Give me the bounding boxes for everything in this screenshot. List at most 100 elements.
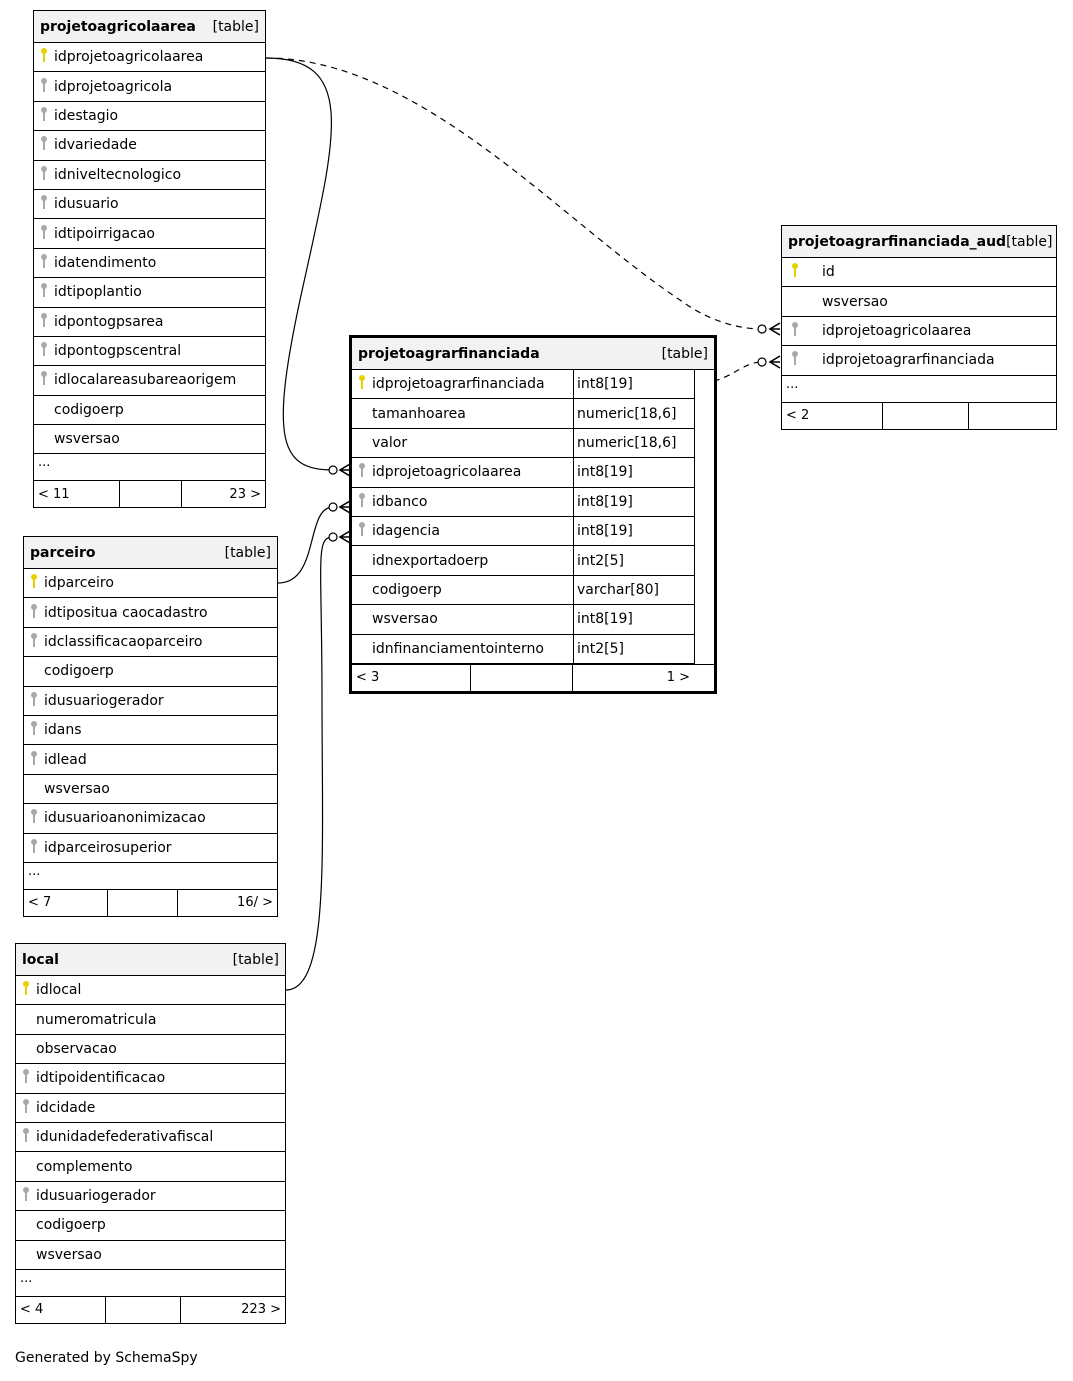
foreign-key-icon [41, 224, 47, 239]
table-projetoagrarfinanciada[interactable]: projetoagrarfinanciada [table] idprojeto… [349, 335, 717, 694]
column-name: idusuariogerador [44, 692, 164, 709]
primary-key-icon [23, 981, 29, 996]
column-name: id [822, 264, 835, 281]
column-row[interactable]: idparceirosuperior [24, 834, 277, 863]
column-row[interactable]: idprojetoagricola [34, 72, 265, 102]
column-row[interactable]: idatendimento [34, 249, 265, 279]
parents-count: < 11 [38, 486, 70, 502]
column-row[interactable]: idprojetoagricolaarea [782, 317, 1056, 347]
table-type: [table] [661, 345, 708, 362]
column-type: int8[19] [573, 370, 694, 399]
foreign-key-icon [792, 351, 798, 366]
column-name: idatendimento [54, 254, 157, 271]
column-row[interactable]: idclassificacaoparceiro [24, 628, 277, 658]
footer-spacer [882, 402, 969, 429]
column-row[interactable]: idlocalareasubareaorigem [34, 366, 265, 396]
column-type: int8[19] [573, 458, 694, 487]
children-count: 1 > [666, 670, 690, 686]
column-name: idprojetoagricola [54, 78, 173, 95]
column-type: int8[19] [573, 516, 694, 546]
column-row[interactable]: idestagio [34, 102, 265, 132]
column-row[interactable]: complemento [16, 1152, 285, 1182]
key-icon-cell [34, 106, 54, 125]
footer-spacer [105, 1296, 181, 1323]
column-row[interactable]: idparceiro [24, 569, 277, 599]
column-row[interactable]: codigoerp [16, 1211, 285, 1241]
column-row[interactable]: idcidade [16, 1094, 285, 1123]
column-name: idpontogpscentral [54, 343, 182, 360]
column-row[interactable]: codigoerp [24, 657, 277, 687]
column-row[interactable]: idtipoidentificacao [16, 1064, 285, 1094]
column-row[interactable]: wsversao [24, 775, 277, 805]
relation-line-aud-projetoagrarfinanciada [691, 361, 763, 385]
table-header: projetoagrarfinanciada_aud [table] [782, 226, 1056, 258]
table-type: [table] [224, 544, 271, 561]
table-projetoagricolaarea[interactable]: projetoagricolaarea [table] idprojetoagr… [33, 10, 266, 509]
column-row[interactable]: idprojetoagrarfinanciada [782, 346, 1056, 376]
column-row[interactable]: idlead [24, 745, 277, 775]
column-row[interactable]: idusuario [34, 190, 265, 220]
column-row[interactable]: idprojetoagrarfinanciada int8[19] [352, 370, 694, 400]
column-row[interactable]: wsversao [16, 1241, 285, 1270]
table-name: projetoagrarfinanciada_aud [788, 233, 1007, 250]
key-icon-cell [24, 603, 44, 622]
key-icon-cell [24, 809, 44, 827]
column-row[interactable]: idvariedade [34, 131, 265, 161]
key-icon-cell [782, 263, 822, 281]
children-count [969, 403, 1056, 429]
key-icon-cell [352, 463, 372, 481]
foreign-key-icon [31, 809, 37, 824]
column-row[interactable]: idusuarioanonimizacao [24, 804, 277, 834]
column-row[interactable]: idniveltecnologico [34, 161, 265, 190]
column-row[interactable]: idusuariogerador [16, 1182, 285, 1212]
foreign-key-icon [23, 1128, 29, 1143]
key-icon-cell [24, 721, 44, 739]
column-row[interactable]: idunidadefederativafiscal [16, 1123, 285, 1153]
column-row[interactable]: idpontogpsarea [34, 308, 265, 337]
key-icon-cell [16, 1098, 36, 1117]
key-icon-cell [16, 1128, 36, 1146]
column-name: idcidade [36, 1099, 96, 1116]
foreign-key-icon [41, 195, 47, 210]
column-row[interactable]: idlocal [16, 976, 285, 1006]
column-row[interactable]: idtipoplantio [34, 278, 265, 308]
column-row[interactable]: idtipositua caocadastro [24, 598, 277, 628]
column-name: idprojetoagrarfinanciada [372, 376, 545, 393]
more-columns-ellipsis: ... [24, 863, 277, 890]
column-row[interactable]: numeromatricula [16, 1005, 285, 1035]
table-projetoagrarfinanciada-aud[interactable]: projetoagrarfinanciada_aud [table] id wsv… [781, 225, 1057, 430]
crowfoot-circle [328, 502, 338, 512]
key-icon-cell [24, 691, 44, 710]
key-icon-cell [34, 136, 54, 154]
column-name: wsversao [54, 431, 120, 448]
key-icon-cell [352, 522, 372, 540]
column-row[interactable]: codigoerp [34, 396, 265, 426]
column-row[interactable]: id [782, 258, 1056, 288]
foreign-key-icon [41, 342, 47, 357]
column-row[interactable]: idprojetoagricolaarea [34, 43, 265, 73]
column-row[interactable]: idusuariogerador [24, 687, 277, 716]
column-name: idestagio [54, 107, 119, 124]
column-row[interactable]: idtipoirrigacao [34, 219, 265, 249]
foreign-key-icon [31, 632, 37, 647]
column-row[interactable]: wsversao [782, 287, 1056, 317]
column-name: idpontogpsarea [54, 313, 164, 330]
column-row[interactable]: wsversao [34, 425, 265, 455]
column-row[interactable]: idans [24, 716, 277, 746]
column-row[interactable]: observacao [16, 1035, 285, 1065]
column-row[interactable]: idpontogpscentral [34, 337, 265, 367]
key-icon-cell [782, 321, 822, 340]
column-type: numeric[18,6] [573, 399, 694, 428]
